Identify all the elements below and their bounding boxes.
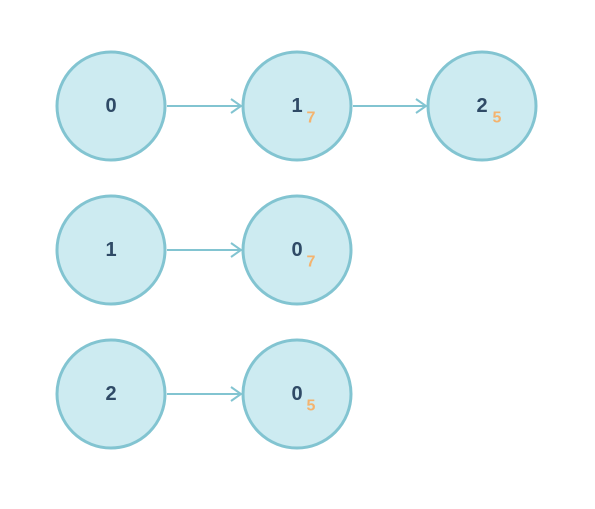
node-label: 2 xyxy=(105,383,116,405)
node-label: 1 xyxy=(105,239,116,261)
head-node-0: 0 xyxy=(55,50,167,162)
edge-weight: 5 xyxy=(307,398,316,415)
edge-weight: 5 xyxy=(493,110,502,127)
list-node: 1 7 xyxy=(241,50,353,162)
list-row-2: 2 0 5 xyxy=(55,338,353,450)
edge-weight: 7 xyxy=(307,110,316,127)
node-label: 0 xyxy=(105,95,116,117)
node-label: 2 xyxy=(476,95,487,117)
list-node: 2 5 xyxy=(426,50,538,162)
head-node-2: 2 xyxy=(55,338,167,450)
list-row-0: 0 1 7 2 5 xyxy=(55,50,538,162)
list-row-1: 1 0 7 xyxy=(55,194,353,306)
node-label: 1 xyxy=(291,95,302,117)
list-node: 0 5 xyxy=(241,338,353,450)
head-node-1: 1 xyxy=(55,194,167,306)
node-label: 0 xyxy=(291,383,302,405)
node-label: 0 xyxy=(291,239,302,261)
list-node: 0 7 xyxy=(241,194,353,306)
edge-weight: 7 xyxy=(307,254,316,271)
